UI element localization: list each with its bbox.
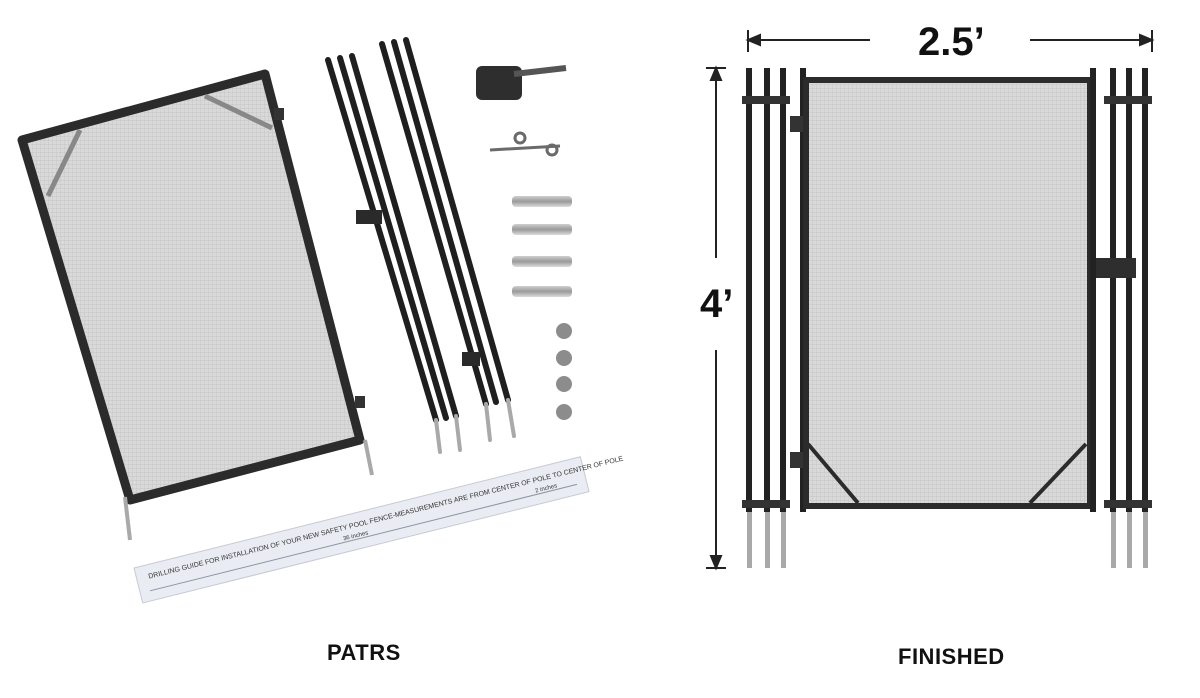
anchor-bolts (512, 196, 572, 297)
pole-bundle-right (379, 37, 516, 442)
width-arrow (745, 30, 1155, 52)
finished-gate (803, 77, 1093, 509)
gate-panel (17, 69, 374, 541)
pole-bundle-left (325, 53, 462, 454)
pole-caps (556, 323, 572, 420)
finished-poles-left (742, 68, 806, 568)
finished-poles-right (1090, 68, 1152, 568)
finished-caption: FINISHED (898, 644, 1005, 669)
drilling-guide-inches-b: 2 inches (535, 483, 558, 494)
height-arrow (706, 65, 726, 571)
hook-and-eye (489, 131, 561, 157)
parts-caption: PATRS (327, 640, 401, 665)
height-dimension-label: 4’ (700, 282, 734, 326)
width-dimension-label: 2.5’ (918, 20, 985, 64)
latch-hardware (476, 65, 567, 100)
